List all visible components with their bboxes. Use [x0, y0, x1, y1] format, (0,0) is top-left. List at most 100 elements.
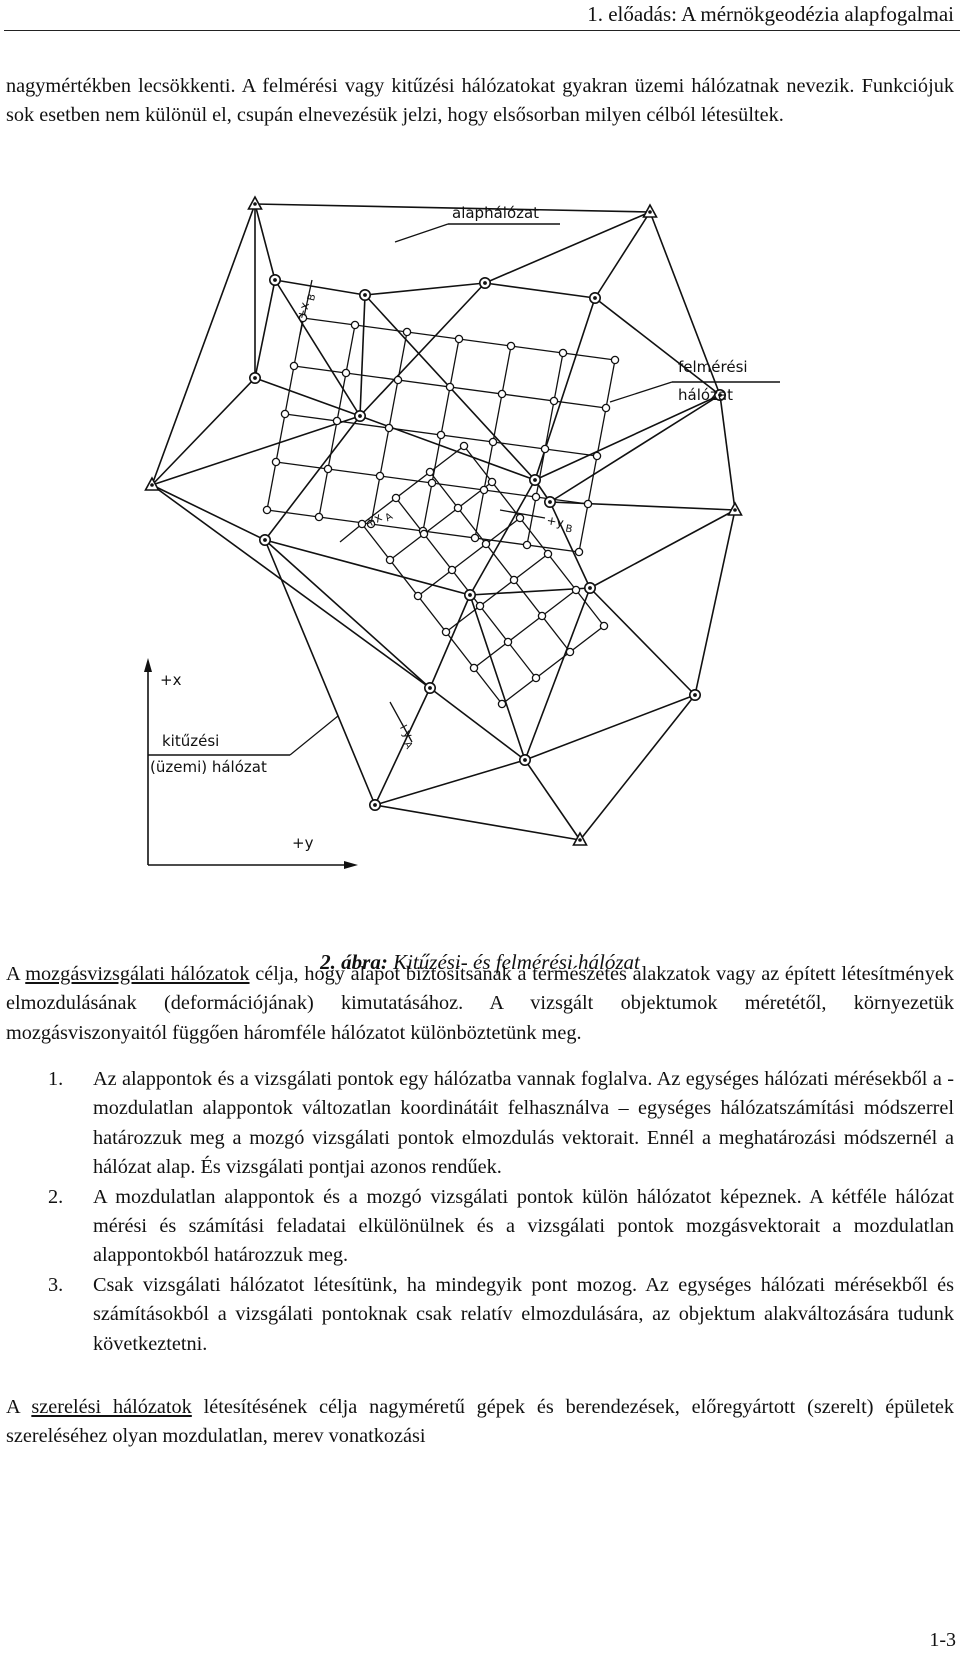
lower-grid-line	[473, 589, 577, 669]
upper-grid-point	[298, 313, 308, 323]
network-line	[524, 587, 591, 761]
network-line	[151, 377, 256, 486]
upper-grid-point	[350, 320, 360, 330]
list-item-text: A mozdulatlan alappontok és a mozgó vizs…	[93, 1185, 954, 1267]
network-line	[429, 594, 471, 689]
network-line	[374, 804, 581, 841]
survey-point-center	[548, 500, 552, 504]
lower-grid-line	[417, 517, 521, 597]
survey-point-center	[263, 538, 267, 542]
network-line	[534, 394, 721, 481]
paragraph-assembly: A szerelési hálózatok létesítésének célj…	[6, 1393, 954, 1452]
network-line	[374, 687, 431, 806]
upper-grid-point	[488, 437, 498, 447]
lower-grid-line	[395, 497, 537, 679]
list-item: 2. A mozdulatlan alappontok és a mozgó vi…	[6, 1183, 954, 1271]
lower-grid-line	[361, 523, 503, 705]
lower-grid-point	[385, 555, 395, 565]
lower-grid-point	[419, 529, 429, 539]
lower-grid-point	[453, 503, 463, 513]
network-line	[364, 282, 486, 296]
upper-grid-point	[402, 327, 412, 337]
network-line	[719, 394, 736, 511]
upper-grid-point	[583, 499, 593, 509]
list-item-number: 3.	[48, 1273, 64, 1296]
survey-point-center	[533, 478, 537, 482]
lower-grid-line	[429, 471, 571, 653]
lower-grid-line	[501, 625, 605, 705]
network-line	[649, 211, 721, 396]
network-line	[594, 297, 721, 396]
network-line	[469, 479, 536, 596]
local-yb-label: +y	[545, 513, 564, 530]
term-monitoring-networks: mozgásvizsgálati hálózatok	[25, 963, 250, 985]
paragraph-top: nagymértékben lecsökkenti. A felmérési v…	[6, 75, 954, 127]
local-xb-label: +x	[294, 301, 312, 321]
local-ya-sub: A	[401, 740, 414, 751]
upper-grid-point	[341, 368, 351, 378]
list-item: 3. Csak vizsgálati hálózatot létesítünk, …	[6, 1271, 954, 1359]
network-line	[694, 509, 736, 696]
upper-grid-point	[289, 361, 299, 371]
lower-grid-point	[441, 627, 451, 637]
upper-grid-point	[393, 375, 403, 385]
survey-point-center	[428, 686, 432, 690]
list-item-text: Az alappontok és a vizsgálati pontok egy…	[93, 1068, 954, 1179]
survey-point-center	[718, 393, 722, 397]
list-item-text: Csak vizsgálati hálózatot létesítünk, ha…	[93, 1273, 954, 1355]
network-line	[549, 394, 721, 503]
lower-grid-point	[503, 637, 513, 647]
local-ya-label: +y	[395, 719, 415, 741]
list-item: 1.Az alappontok és a vizsgálati pontok e…	[6, 1065, 954, 1183]
lower-grid-point	[481, 539, 491, 549]
network-line	[151, 484, 431, 689]
local-yb-axis	[499, 509, 546, 519]
lower-grid-point	[571, 585, 581, 595]
local-xb-axis	[299, 279, 313, 336]
upper-grid-point	[454, 334, 464, 344]
label-base-network: alaphálózat	[452, 204, 539, 222]
upper-grid-point	[271, 457, 281, 467]
survey-point-center	[358, 414, 362, 418]
upper-grid-point	[540, 444, 550, 454]
base-point-center	[253, 202, 257, 206]
upper-grid-point	[314, 512, 324, 522]
network-line	[264, 539, 431, 689]
network-line	[264, 415, 361, 541]
paragraph-monitoring-body: célja, hogy alapot biztosítsanak a termé…	[6, 963, 954, 1044]
network-line	[264, 539, 471, 596]
global-x-arrow	[144, 658, 152, 672]
lower-grid-point	[543, 549, 553, 559]
lower-grid-point	[413, 591, 423, 601]
network-line	[579, 694, 696, 841]
upper-grid-point	[601, 403, 611, 413]
term-assembly-networks: szerelési hálózatok	[31, 1396, 192, 1418]
lower-grid-point	[531, 673, 541, 683]
network-line	[274, 279, 366, 296]
lower-grid-point	[447, 565, 457, 575]
lower-grid-point	[515, 513, 525, 523]
label-stakeout-line1: kitűzési	[162, 732, 219, 750]
network-line	[469, 594, 526, 761]
network-line	[359, 294, 366, 417]
lower-grid-line	[445, 553, 549, 633]
lower-grid-point	[469, 663, 479, 673]
survey-point-center	[373, 803, 377, 807]
upper-grid-point	[445, 382, 455, 392]
survey-point-center	[593, 296, 597, 300]
list-item-number: 2.	[48, 1185, 64, 1208]
label-base-leader	[394, 223, 449, 243]
local-yb-sub: B	[564, 524, 573, 536]
lower-grid-point	[459, 441, 469, 451]
lower-grid-point	[475, 601, 485, 611]
global-x-label: +x	[160, 671, 182, 689]
lower-grid-line	[361, 445, 465, 525]
network-line	[469, 587, 591, 596]
page-number: 1-3	[929, 1629, 956, 1651]
upper-grid-point	[427, 478, 437, 488]
upper-grid-point	[522, 540, 532, 550]
survey-point-center	[588, 586, 592, 590]
network-line	[429, 687, 526, 761]
label-stakeout-line2: (üzemi) hálózat	[150, 758, 267, 776]
lower-grid-line	[389, 481, 493, 561]
